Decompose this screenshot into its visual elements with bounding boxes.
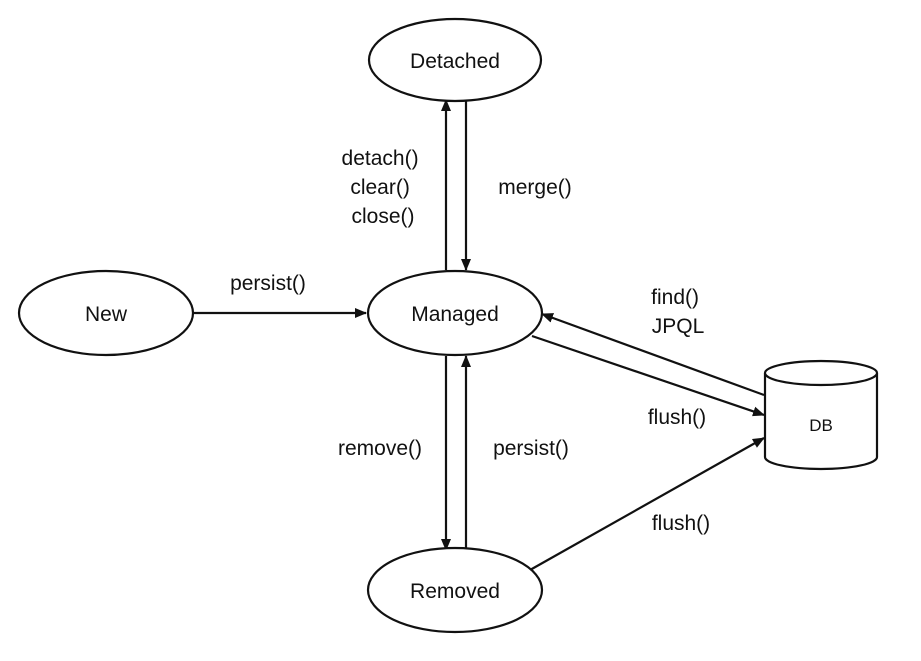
edge-label-detach-line: clear() [350, 176, 410, 199]
node-removed: Removed [366, 546, 544, 634]
node-new-label: New [85, 303, 128, 326]
edge-label-persist-removed: persist() [493, 437, 569, 460]
edge-label-find: find() JPQL [651, 286, 705, 338]
node-managed-label: Managed [411, 303, 499, 326]
node-new: New [17, 269, 195, 357]
node-managed: Managed [366, 269, 544, 357]
edge-label-flush-removed: flush() [652, 512, 710, 535]
node-db: DB [763, 359, 879, 471]
edge-label-find-line: find() [651, 286, 699, 309]
edge-db-to-managed [541, 312, 765, 397]
edge-label-flush-managed: flush() [648, 406, 706, 429]
edge-label-detach-line: detach() [342, 147, 419, 170]
edge-label-detach: detach() clear() close() [342, 147, 425, 228]
edge-label-merge: merge() [498, 176, 572, 199]
edge-label-detach-line: close() [351, 205, 414, 228]
node-db-label: DB [809, 416, 833, 435]
node-detached: Detached [367, 17, 543, 103]
node-detached-label: Detached [410, 50, 500, 73]
node-removed-label: Removed [410, 580, 500, 603]
edge-label-find-line: JPQL [652, 315, 705, 338]
edge-label-remove: remove() [338, 437, 422, 460]
edge-label-persist-new: persist() [230, 272, 306, 295]
edge-removed-to-db [529, 437, 765, 571]
edge-managed-to-db [531, 334, 765, 417]
